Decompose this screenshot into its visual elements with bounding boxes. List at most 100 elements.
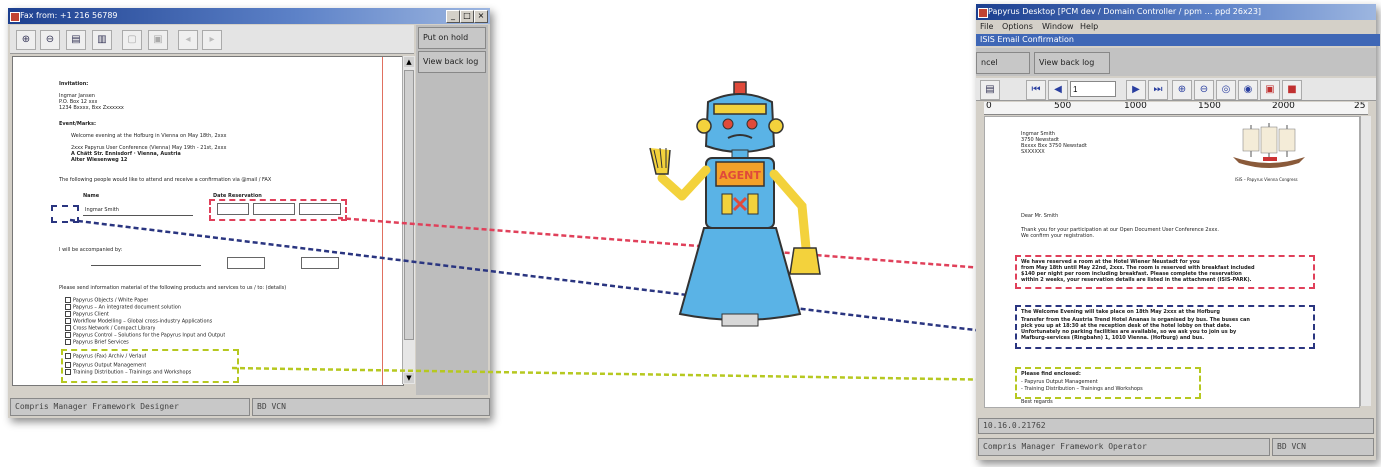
product-10: Training Distribution – Trainings and Wo… — [65, 369, 191, 376]
letter-addr-2: 3750 Newstadt — [1021, 137, 1059, 143]
view-back-log-button[interactable]: View back log — [1034, 52, 1110, 74]
view-back-log-button[interactable]: View back log — [418, 51, 486, 73]
addr-line-2: P.O. Box 12 xxx — [59, 99, 98, 105]
event-label: Event/Marks: — [59, 121, 96, 127]
last-page-icon[interactable]: ⏭ — [1148, 80, 1168, 100]
event-item-3: A Chätt Str. Ennisdorf · Vienna, Austria — [71, 151, 181, 157]
zoom-out-icon[interactable]: ⊖ — [40, 30, 60, 50]
scroll-up-icon[interactable]: ▲ — [404, 57, 414, 67]
addr-line-3: 1234 Bxxxx, Bxx Zxxxxxx — [59, 105, 124, 111]
action-bar: ncel View back log — [976, 48, 1376, 76]
fax-viewer-titlebar[interactable]: Fax from: +1 216 56789 _ □ × — [8, 8, 490, 24]
blue-para-1: The Welcome Evening will take place on 1… — [1021, 309, 1220, 315]
green-para-2: - Papyrus Output Management — [1021, 379, 1098, 385]
maximize-icon[interactable]: □ — [460, 10, 474, 23]
col-date: Date Reservation — [213, 193, 262, 199]
letter-addr-3: Bxxxx Bxx 3750 Newstadt — [1021, 143, 1087, 149]
green-para-3: - Training Distribution – Trainings and … — [1021, 386, 1143, 392]
scroll-thumb[interactable] — [404, 70, 414, 340]
scroll-down-icon[interactable]: ▼ — [404, 373, 414, 383]
green-highlight — [1015, 367, 1201, 399]
next-page-icon[interactable]: ▸ — [202, 30, 222, 50]
zoom-out-icon[interactable]: ⊖ — [1194, 80, 1214, 100]
fit-page-icon[interactable]: ▤ — [66, 30, 86, 50]
intro-1: Thank you for your participation at our … — [1021, 227, 1219, 233]
save-icon[interactable]: ▤ — [980, 80, 1000, 100]
menu-file[interactable]: File — [980, 22, 994, 31]
product-1: Papyrus Objects / White Paper — [65, 297, 148, 304]
blue-para-3: pick you up at 18:30 at the reception de… — [1021, 323, 1232, 329]
menu-window[interactable]: Window — [1042, 22, 1074, 31]
ruler-1000: 1000 — [1124, 102, 1147, 111]
previous-page-icon[interactable]: ◂ — [178, 30, 198, 50]
green-para-1: Please find enclosed: — [1021, 371, 1081, 377]
fax-status-code: BD VCN — [252, 398, 490, 416]
put-on-hold-button[interactable]: Put on hold — [418, 27, 486, 49]
app-icon — [978, 8, 988, 18]
ruler: 0 500 1000 1500 2000 25 — [984, 102, 1368, 115]
print-icon[interactable]: ▣ — [148, 30, 168, 50]
letter-addr-4: SXXXXXX — [1021, 149, 1045, 155]
representative-label: I will be accompanied by: — [59, 247, 123, 253]
papyrus-status-main: Compris Manager Framework Operator — [978, 438, 1270, 456]
previous-page-icon[interactable]: ◀ — [1048, 80, 1068, 100]
papyrus-desktop-window: Papyrus Desktop [PCM dev / Domain Contro… — [976, 4, 1380, 460]
subtitle-bar: ISIS Email Confirmation — [976, 34, 1380, 46]
red-highlight — [1015, 255, 1315, 289]
col-name: Name — [83, 193, 100, 199]
red-para-3: $140 per night per room including breakf… — [1021, 271, 1242, 277]
fax-scrollbar[interactable]: ▲ ▼ — [402, 56, 415, 384]
fit-width-icon[interactable]: ▥ — [92, 30, 112, 50]
first-page-icon[interactable]: ⏮ — [1026, 80, 1046, 100]
minimize-icon[interactable]: _ — [446, 10, 460, 23]
letter-scrollbar[interactable] — [1360, 116, 1371, 406]
ruler-500: 500 — [1054, 102, 1072, 111]
product-3: Papyrus Client — [65, 311, 109, 318]
ruler-0: 0 — [986, 102, 992, 111]
product-8: Papyrus (Fax) Archiv / Verlauf — [65, 353, 146, 360]
info-line: Please send information material of the … — [59, 285, 287, 291]
rotate-icon[interactable]: ▢ — [122, 30, 142, 50]
robot-chest-label: AGENT — [719, 169, 761, 182]
name-field-highlight — [51, 205, 79, 223]
zoom-in-icon[interactable]: ⊕ — [1172, 80, 1192, 100]
blue-para-5: Mafburg-services (Ringbahn) 1, 1010 Vien… — [1021, 335, 1205, 341]
closing: Best regards — [1021, 399, 1053, 405]
blue-highlight — [1015, 305, 1315, 349]
fax-status-main: Compris Manager Framework Designer — [10, 398, 250, 416]
product-9: Papyrus Output Management — [65, 362, 146, 369]
red-para-4: within 2 weeks, your reservation details… — [1021, 277, 1252, 283]
menu-help[interactable]: Help — [1080, 22, 1099, 31]
close-icon[interactable]: × — [474, 10, 488, 23]
ruler-2500: 25 — [1354, 102, 1366, 111]
print-icon[interactable]: ▣ — [1260, 80, 1280, 100]
event-item-1: Welcome evening at the Hofburg in Vienna… — [71, 133, 227, 139]
ship-logo — [1233, 123, 1305, 168]
product-7: Papyrus Brief Services — [65, 339, 129, 346]
products-highlight — [61, 349, 239, 383]
view-icon[interactable]: ◉ — [1238, 80, 1258, 100]
cancel-button[interactable]: ncel — [976, 52, 1030, 74]
product-2: Papyrus – An integrated document solutio… — [65, 304, 181, 311]
fax-toolbar: ⊕ ⊖ ▤ ▥ ▢ ▣ ◂ ▸ — [10, 25, 414, 54]
product-5: Cross Network / Compact Library — [65, 325, 155, 332]
intro-2: We confirm your registration. — [1021, 233, 1095, 239]
blue-para-4: Unfortunately no parking facilities are … — [1021, 329, 1237, 335]
papyrus-titlebar[interactable]: Papyrus Desktop [PCM dev / Domain Contro… — [976, 4, 1376, 20]
person-name: Ingmar Smith — [85, 207, 119, 213]
red-para-2: from May 18th until May 22nd, 2xxx. The … — [1021, 265, 1255, 271]
date-field-highlight — [209, 199, 347, 221]
blue-para-2: Transfer from the Austria Trend Hotel An… — [1021, 317, 1250, 323]
ip-status: 10.16.0.21762 — [978, 418, 1374, 434]
menu-options[interactable]: Options — [1002, 22, 1033, 31]
page-number-field[interactable] — [1070, 81, 1116, 97]
ruler-2000: 2000 — [1272, 102, 1295, 111]
stop-icon[interactable]: ■ — [1282, 80, 1302, 100]
viewer-toolbar: ▤ ⏮ ◀ ▶ ⏭ ⊕ ⊖ ◎ ◉ ▣ ■ — [976, 78, 1376, 101]
zoom-in-icon[interactable]: ⊕ — [16, 30, 36, 50]
globe-icon[interactable]: ◎ — [1216, 80, 1236, 100]
fax-viewer-title: Fax from: +1 216 56789 — [20, 11, 118, 20]
letter-page: Ingmar Smith 3750 Newstadt Bxxxx Bxx 375… — [984, 116, 1360, 408]
next-page-icon[interactable]: ▶ — [1126, 80, 1146, 100]
product-4: Workflow Modelling – Global cross-indust… — [65, 318, 212, 325]
